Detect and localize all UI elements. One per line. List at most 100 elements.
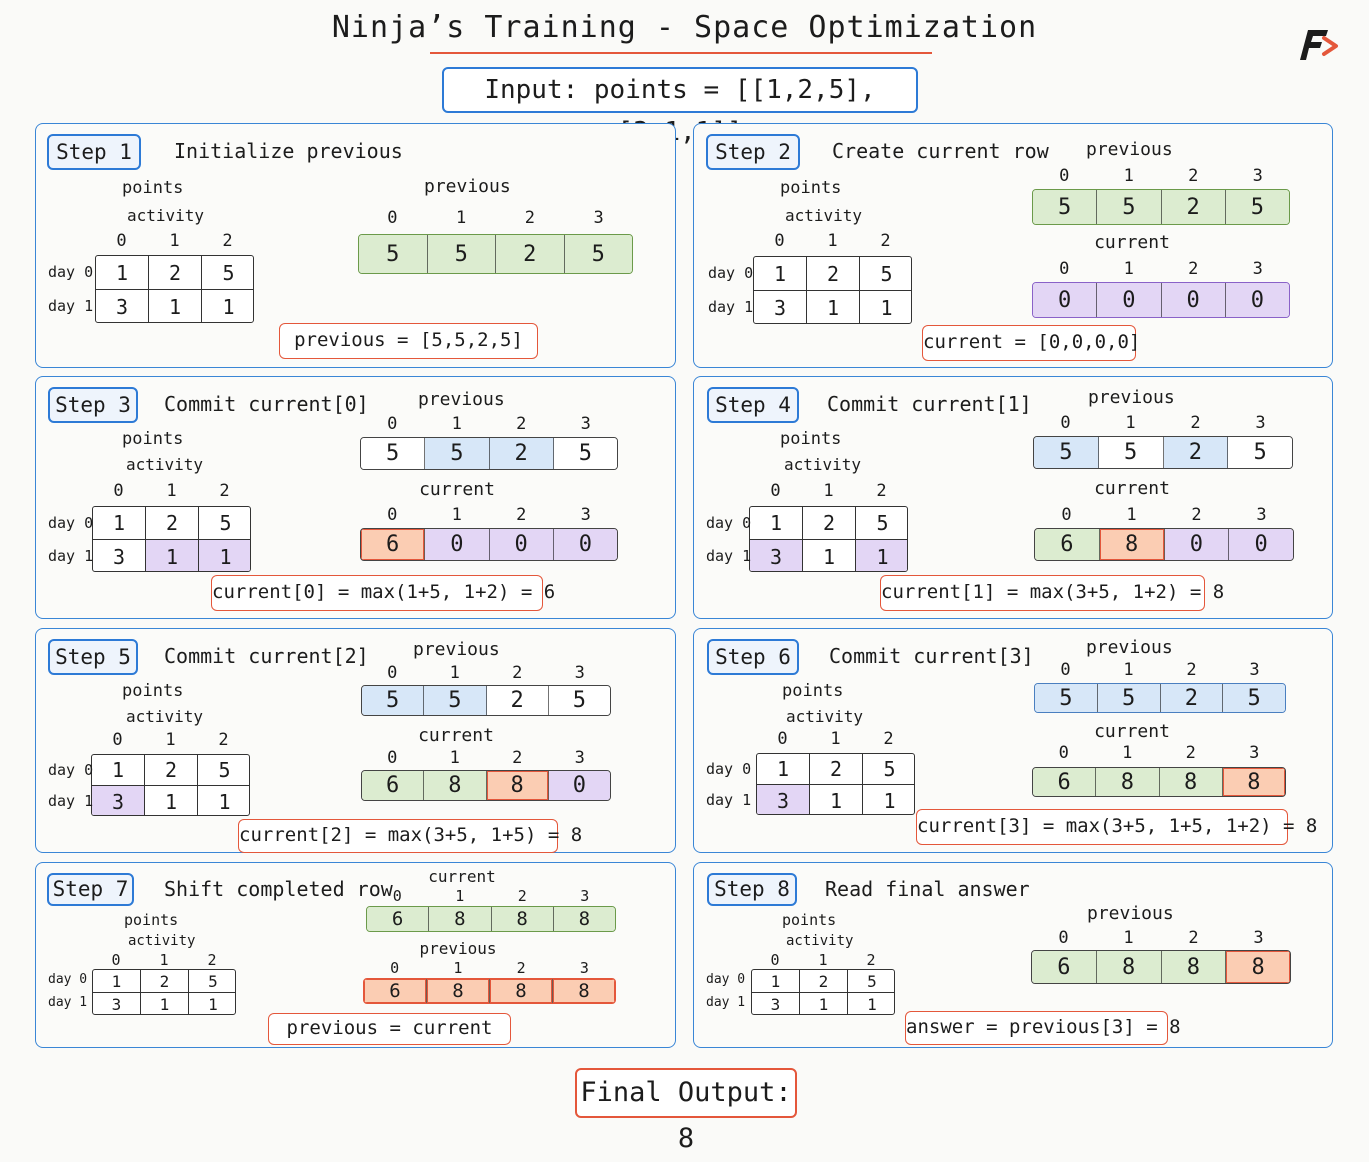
activity-label: activity: [127, 206, 205, 225]
previous-cell: 2: [489, 438, 554, 469]
current-array-label: current: [1094, 232, 1170, 253]
points-cell: 5: [202, 256, 253, 290]
current-index: 2: [1185, 743, 1196, 763]
current-index: 3: [1249, 743, 1260, 763]
step-note: current[3] = max(3+5, 1+5, 1+2) = 8: [916, 809, 1317, 845]
activity-label: activity: [786, 707, 864, 726]
current-index: 0: [387, 505, 398, 525]
points-label: points: [780, 429, 842, 449]
current-cell: 6: [1035, 529, 1100, 560]
current-array-label: current: [428, 867, 496, 886]
points-cell: 1: [867, 995, 877, 1014]
previous-index: 3: [1252, 166, 1263, 186]
step-title: Create current row: [832, 139, 1049, 163]
activity-index: 2: [883, 729, 894, 749]
points-cell: 5: [860, 257, 911, 291]
current-index: 3: [574, 748, 585, 768]
activity-index: 1: [165, 730, 176, 750]
step-note: current[1] = max(3+5, 1+2) = 8: [880, 575, 1224, 611]
previous-array-label: previous: [1086, 637, 1173, 658]
previous-array-label: previous: [418, 389, 505, 410]
current-cell: 0: [1229, 529, 1293, 560]
step-note: previous = [5,5,2,5]: [279, 323, 538, 359]
title-underline: [430, 52, 932, 54]
previous-cell: 5: [359, 235, 428, 273]
previous-index: 1: [449, 663, 460, 683]
current-index: 2: [1191, 505, 1202, 525]
row-label: day 1: [706, 994, 746, 1010]
row-label: day 1: [48, 297, 94, 315]
previous-cell: 5: [564, 235, 632, 273]
points-cell: 1: [208, 995, 218, 1014]
points-cell: 2: [807, 257, 860, 291]
points-cell: 1: [96, 256, 149, 290]
previous-cell: 2: [1161, 190, 1226, 224]
row-label: day 1: [708, 298, 754, 316]
current-cell: 8: [491, 907, 554, 931]
points-cell: 2: [803, 507, 856, 540]
step-badge: Step 8: [707, 873, 797, 906]
current-index: 0: [392, 887, 402, 905]
current-index: 2: [516, 505, 527, 525]
current-index: 1: [1126, 505, 1137, 525]
activity-label: activity: [786, 933, 854, 949]
previous-cell: 6: [364, 979, 427, 1003]
previous-array-label: previous: [1088, 387, 1175, 408]
previous-cell: 8: [553, 979, 615, 1003]
row-label: day 1: [706, 790, 752, 809]
points-label: points: [122, 178, 184, 198]
points-cell: 5: [189, 970, 235, 993]
previous-index: 0: [1059, 166, 1070, 186]
row-label: day 0: [708, 264, 754, 282]
activity-index: 1: [159, 951, 169, 969]
row-label: day 0: [706, 513, 752, 532]
activity-index: 0: [112, 730, 123, 750]
previous-index: 2: [516, 414, 527, 434]
previous-index: 1: [456, 208, 467, 228]
row-label: day 0: [48, 760, 94, 779]
previous-index: 2: [512, 663, 523, 683]
activity-index: 0: [770, 951, 780, 969]
step-note: current[2] = max(3+5, 1+5) = 8: [238, 819, 582, 853]
step-title: Commit current[1]: [827, 392, 1032, 416]
points-cell: 1: [93, 970, 141, 993]
input-box: Input: points = [[1,2,5],[3,1,1]]: [442, 67, 918, 147]
points-cell: 1: [92, 755, 145, 786]
step-badge: Step 5: [48, 639, 138, 675]
points-cell: 1: [883, 788, 896, 813]
points-cell: 3: [93, 993, 141, 1014]
previous-index: 3: [579, 959, 589, 977]
activity-index: 2: [219, 481, 230, 501]
current-index: 1: [455, 887, 465, 905]
points-cell: 1: [93, 507, 146, 540]
activity-index: 2: [222, 231, 233, 251]
previous-index: 0: [390, 959, 400, 977]
step-note: current[0] = max(1+5, 1+2) = 6: [211, 575, 555, 611]
previous-cell: 5: [1033, 190, 1098, 224]
previous-index: 1: [453, 959, 463, 977]
points-cell: 3: [752, 993, 800, 1014]
previous-cell: 5: [362, 686, 425, 715]
activity-label: activity: [128, 933, 196, 949]
activity-index: 1: [823, 481, 834, 501]
points-cell: 1: [880, 296, 893, 320]
previous-array-label: previous: [413, 639, 500, 660]
previous-index: 1: [1123, 660, 1134, 680]
current-index: 1: [1122, 743, 1133, 763]
activity-index: 0: [113, 481, 124, 501]
points-cell: 3: [750, 540, 803, 571]
step-note: previous = current: [268, 1013, 511, 1045]
points-cell: 2: [145, 755, 198, 786]
points-cell: 3: [93, 540, 146, 571]
